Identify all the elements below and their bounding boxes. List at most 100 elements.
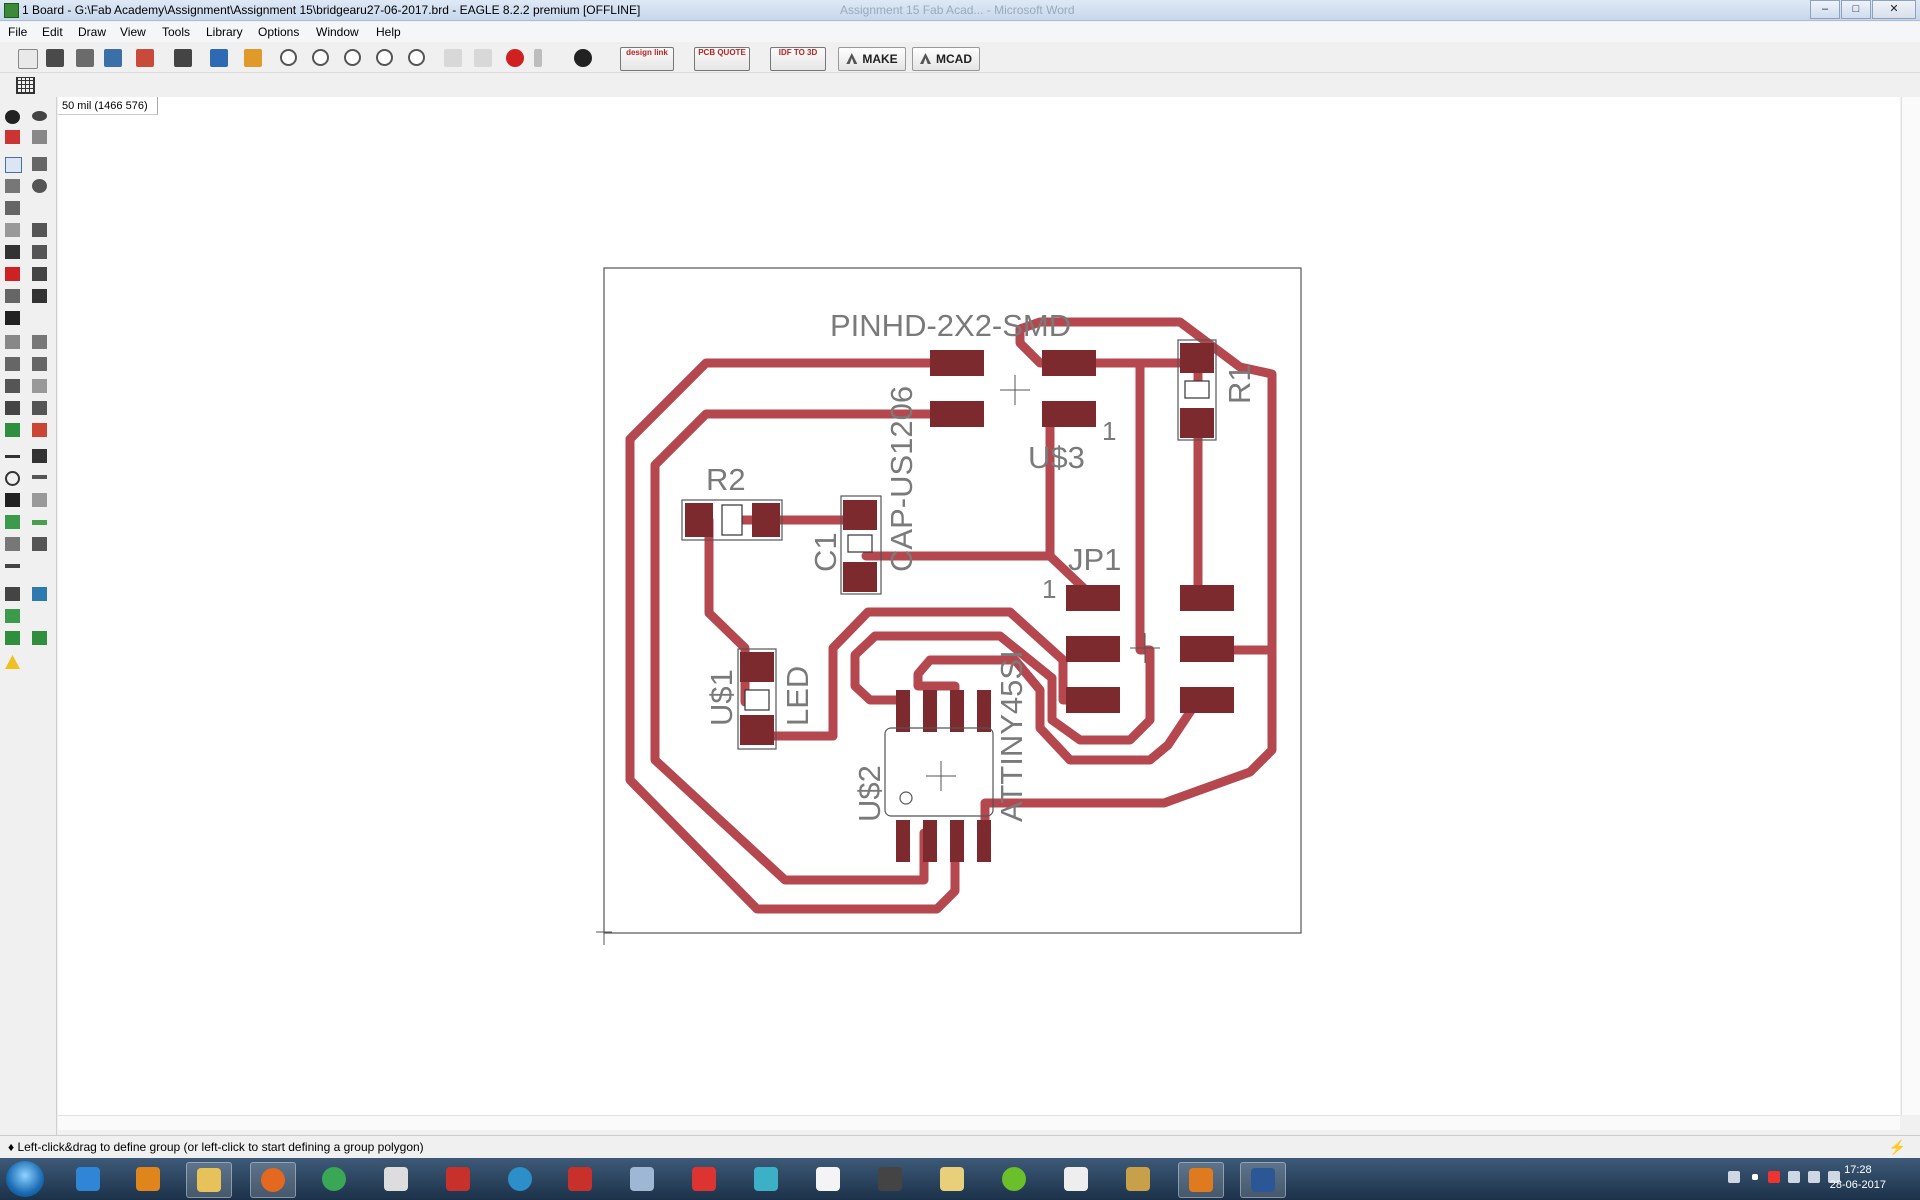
show-icon[interactable]: [32, 111, 47, 121]
open-icon[interactable]: [18, 49, 38, 69]
redraw-icon[interactable]: [408, 49, 425, 66]
schematic-icon[interactable]: [136, 49, 154, 67]
rect-icon[interactable]: [5, 493, 20, 507]
replace-icon[interactable]: [32, 267, 47, 281]
smash-icon[interactable]: [5, 357, 20, 371]
menu-tools[interactable]: Tools: [162, 25, 191, 39]
layer-icon[interactable]: [5, 609, 20, 623]
taskbar-print3d[interactable]: [868, 1162, 912, 1196]
system-clock[interactable]: 17:28 28-06-2017: [1830, 1163, 1886, 1193]
swap-icon[interactable]: [5, 289, 20, 303]
rotate-icon[interactable]: [32, 179, 47, 193]
dropbox-tray-icon[interactable]: [1788, 1171, 1800, 1183]
show-hidden-icons[interactable]: [1752, 1174, 1758, 1180]
route-multi-icon[interactable]: [32, 401, 47, 415]
display-icon[interactable]: [5, 130, 20, 144]
menu-window[interactable]: Window: [316, 25, 359, 39]
taskbar-network[interactable]: [620, 1162, 664, 1196]
minimize-button[interactable]: –: [1810, 0, 1840, 19]
redo-icon[interactable]: [474, 49, 492, 67]
add-icon[interactable]: [5, 267, 20, 281]
arc-icon[interactable]: [32, 475, 47, 479]
via-icon[interactable]: [5, 515, 20, 529]
split-icon[interactable]: [5, 379, 20, 393]
info-icon[interactable]: [5, 110, 20, 124]
polygon-icon[interactable]: [32, 493, 47, 507]
lock-open-icon[interactable]: [32, 289, 47, 303]
flag-tray-icon[interactable]: [1768, 1171, 1780, 1183]
wire-icon[interactable]: [5, 455, 20, 458]
hole-icon[interactable]: [5, 537, 20, 551]
mark-icon[interactable]: [32, 130, 47, 144]
taskbar-sketchup[interactable]: [436, 1162, 480, 1196]
design-link-button[interactable]: design link: [620, 47, 674, 71]
zoom-fit-icon[interactable]: [280, 49, 297, 66]
cam-processor-icon[interactable]: [104, 49, 122, 67]
save-icon[interactable]: [46, 49, 64, 67]
vertical-scrollbar[interactable]: [1901, 97, 1920, 1115]
menu-options[interactable]: Options: [258, 25, 300, 39]
taskbar-arduino[interactable]: [498, 1162, 542, 1196]
lightning-icon[interactable]: ⚡: [1888, 1139, 1906, 1155]
grid-icon[interactable]: [16, 77, 35, 94]
menu-file[interactable]: File: [8, 25, 28, 39]
ratsnest-icon[interactable]: [5, 587, 20, 601]
run-ulp-icon[interactable]: [210, 49, 228, 67]
delete-icon[interactable]: [5, 245, 20, 259]
ripup-icon[interactable]: [32, 423, 47, 437]
menu-library[interactable]: Library: [206, 25, 243, 39]
taskbar-tools[interactable]: [1116, 1162, 1160, 1196]
volume-tray-icon[interactable]: [1828, 1171, 1840, 1183]
move-icon[interactable]: [32, 157, 47, 171]
taskbar-word[interactable]: [1240, 1162, 1286, 1198]
pcb-quote-button[interactable]: PCB QUOTE: [694, 47, 750, 71]
circle-icon[interactable]: [5, 471, 20, 486]
route-icon[interactable]: [5, 423, 20, 437]
group-icon[interactable]: [5, 157, 22, 173]
align-icon[interactable]: [5, 201, 20, 215]
dimension-icon[interactable]: [5, 564, 20, 568]
taskbar-chrome[interactable]: [312, 1162, 356, 1196]
taskbar-firefox[interactable]: [250, 1162, 296, 1198]
layer-settings-icon[interactable]: [244, 49, 262, 67]
wrench-icon[interactable]: [32, 245, 47, 259]
zoom-select-icon[interactable]: [376, 49, 393, 66]
autorouter-icon[interactable]: [32, 587, 47, 601]
taskbar-presentation[interactable]: [1054, 1162, 1098, 1196]
taskbar-adobe[interactable]: [682, 1162, 726, 1196]
go-icon[interactable]: [534, 49, 542, 67]
make-button[interactable]: MAKE: [838, 47, 906, 71]
taskbar-inkscape[interactable]: [374, 1162, 418, 1196]
script-icon[interactable]: [174, 49, 192, 67]
optimize-icon[interactable]: [32, 379, 47, 393]
lock-icon[interactable]: [5, 311, 20, 325]
horizontal-scrollbar[interactable]: [58, 1115, 1900, 1130]
taskbar-media[interactable]: [126, 1162, 170, 1196]
copy-icon[interactable]: [5, 223, 20, 237]
taskbar-eagle[interactable]: [1178, 1162, 1224, 1198]
taskbar-vlc-green[interactable]: [992, 1162, 1036, 1196]
help-icon[interactable]: [574, 49, 592, 67]
taskbar-ie[interactable]: [66, 1162, 110, 1196]
menu-draw[interactable]: Draw: [78, 25, 107, 39]
miter-icon[interactable]: [32, 357, 47, 371]
menu-edit[interactable]: Edit: [42, 25, 63, 39]
name-icon[interactable]: [5, 335, 20, 349]
close-button[interactable]: ✕: [1872, 0, 1916, 19]
menu-view[interactable]: View: [120, 25, 146, 39]
taskbar-star-app[interactable]: [744, 1162, 788, 1196]
stop-icon[interactable]: [506, 49, 524, 67]
menu-help[interactable]: Help: [376, 25, 401, 39]
mirror-icon[interactable]: [5, 179, 20, 193]
erc-icon[interactable]: [5, 631, 20, 645]
undo-icon[interactable]: [444, 49, 462, 67]
zoom-out-icon[interactable]: [344, 49, 361, 66]
warning-icon[interactable]: [5, 655, 20, 669]
taskbar-cut-app[interactable]: [806, 1162, 850, 1196]
text-icon[interactable]: [32, 449, 47, 463]
mcad-button[interactable]: MCAD: [912, 47, 980, 71]
print-icon[interactable]: [76, 49, 94, 67]
idf-to-3d-button[interactable]: IDF TO 3D: [770, 47, 826, 71]
maximize-button[interactable]: □: [1841, 0, 1871, 19]
signal-icon[interactable]: [32, 520, 47, 525]
